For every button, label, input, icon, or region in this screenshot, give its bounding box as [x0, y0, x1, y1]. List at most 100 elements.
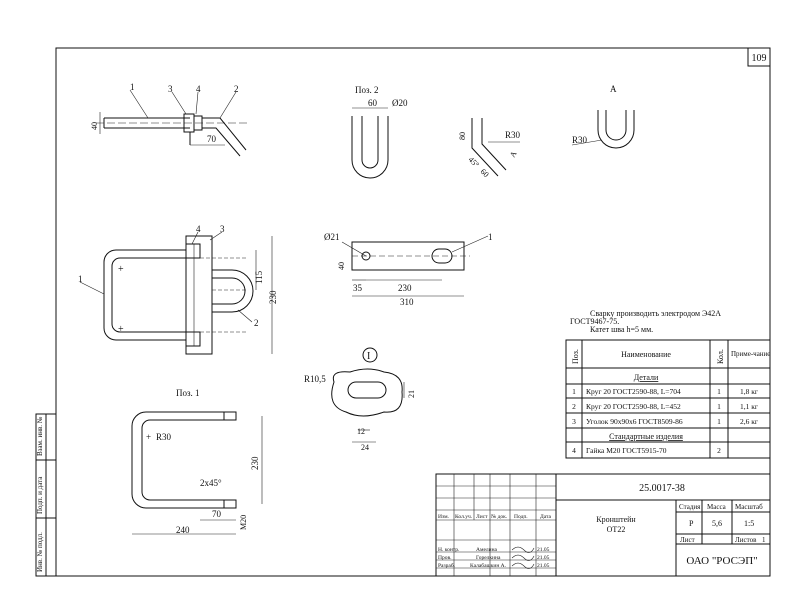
side-stamp-inv: Инв. № подл.: [36, 532, 44, 572]
dim-70-pos1: 70: [212, 509, 222, 519]
spec-row-name: Уголок 90х90х6 ГОСТ8509-86: [586, 417, 683, 426]
spec-row-note: 1,1 кг: [740, 402, 758, 411]
tb-col-doc: № док.: [491, 514, 508, 520]
side-stamp-sign: Подп. и дата: [36, 476, 44, 514]
dim-80: 80: [458, 132, 467, 140]
pos2-title: Поз. 2: [355, 85, 379, 95]
leader-3-side: 3: [168, 84, 173, 94]
tb-code: 25.0017-38: [639, 483, 685, 494]
spec-row-name: Круг 20 ГОСТ2590-88, L=704: [586, 387, 681, 396]
tb-mass: 5,6: [712, 519, 722, 528]
spec-row-note: 2,6 кг: [740, 417, 758, 426]
view-a-title: А: [610, 84, 617, 94]
spec-row-pos: 2: [572, 402, 576, 411]
arrow-a-label: А: [508, 149, 519, 159]
dim-o21: Ø21: [324, 232, 340, 242]
plate-view: Ø21 40 35 230 310 1: [324, 232, 493, 307]
dim-2x45: 2x45°: [200, 478, 222, 488]
leader-1-plate: 1: [488, 232, 493, 242]
dim-60-bent: 60: [479, 167, 491, 179]
spec-row-qty: 1: [717, 417, 721, 426]
spec-row-note: 1,8 кг: [740, 387, 758, 396]
tb-date-0: 21.05: [537, 547, 550, 553]
tb-col-izm: Изм.: [438, 514, 450, 520]
spec-row-pos: 3: [572, 417, 576, 426]
tb-date-1: 21.05: [537, 555, 550, 561]
tb-stage-label: Стадия: [679, 503, 701, 511]
tb-name-2: ОТ22: [607, 525, 626, 534]
tb-col-list: Лист: [476, 514, 488, 520]
dim-230-pos1: 230: [250, 456, 260, 470]
dim-r30-view-a: R30: [572, 135, 588, 145]
dim-24: 24: [361, 443, 369, 452]
spec-row-qty: 1: [717, 402, 721, 411]
tb-date-2: 21.05: [537, 563, 550, 569]
tb-mass-label: Масса: [707, 503, 727, 511]
dim-60-pos2: 60: [368, 98, 378, 108]
leader-2-side: 2: [234, 84, 239, 94]
dim-40-side: 40: [90, 122, 99, 130]
pos2-view: Поз. 2 60 Ø20: [351, 85, 408, 179]
tb-stage: Р: [689, 519, 694, 528]
tb-sheets-label: Листов: [735, 536, 757, 544]
assembly-view: + + 115 230 1 4 3 2: [78, 224, 278, 355]
tb-col-sign: Подп.: [514, 514, 528, 520]
spec-header-note: Приме-чание: [731, 350, 770, 358]
leader-2-asm: 2: [254, 318, 259, 328]
dim-r30-pos1: R30: [156, 432, 172, 442]
title-block: Изм. Кол.уч. Лист № док. Подп. Дата Н. к…: [435, 473, 771, 577]
dim-240: 240: [176, 525, 190, 535]
tb-sheet-label: Лист: [680, 536, 695, 544]
tb-name-2: Калабашкин А.: [470, 562, 507, 569]
pos1-title: Поз. 1: [176, 388, 200, 398]
tb-role-0: Н. контр.: [438, 547, 460, 553]
spec-std-row-name: Гайка М20 ГОСТ5915-70: [586, 446, 667, 455]
node-detail: I R10,5 21 12 24: [304, 347, 416, 452]
dim-r30-pos2: R30: [505, 130, 521, 140]
side-stamp-replace: Взам. инв. №: [36, 416, 44, 456]
dim-45: 45°: [467, 155, 481, 169]
note-line-3: Катет шва h=5 мм.: [590, 325, 653, 334]
pos1-view: Поз. 1 + R30 230 2x45° 70 M20 240: [131, 388, 263, 535]
tb-name-1: Кронштейн: [596, 515, 636, 524]
dim-r10-5: R10,5: [304, 374, 326, 384]
svg-text:+: +: [118, 264, 124, 275]
spec-std-row-pos: 4: [572, 446, 576, 455]
signature-1: [511, 554, 535, 561]
spec-row-pos: 1: [572, 387, 576, 396]
dim-21: 21: [407, 390, 416, 398]
sheet-frame: [55, 47, 771, 577]
tb-org: ОАО "РОСЭП": [686, 555, 757, 567]
sheet-number: 109: [752, 53, 767, 64]
spec-table: Поз. Наименование Кол. Приме-чание Детал…: [565, 339, 771, 459]
dim-115: 115: [254, 270, 264, 284]
spec-header-qty: Кол.: [716, 349, 725, 364]
leader-1-side: 1: [130, 82, 135, 92]
dim-40-plate: 40: [337, 262, 346, 270]
tb-col-kol: Кол.уч.: [455, 514, 473, 520]
dim-o20-pos2: Ø20: [392, 98, 408, 108]
signature-0: [511, 546, 535, 553]
spec-header-pos: Поз.: [571, 349, 580, 364]
note-line-1: Сварку производить электродом Э42А: [590, 309, 721, 318]
pos2-bent-view: 80 R30 45° 60 А: [458, 118, 521, 179]
spec-section-standard: Стандартные изделия: [609, 432, 683, 441]
dim-230-asm: 230: [268, 290, 278, 304]
leader-1-asm: 1: [78, 274, 83, 284]
spec-section-details: Детали: [634, 373, 659, 382]
tb-scale: 1:5: [744, 519, 754, 528]
sheet-number-box: [747, 47, 771, 67]
signature-2: [511, 562, 535, 569]
leader-4-side: 4: [196, 84, 201, 94]
spec-row-qty: 1: [717, 387, 721, 396]
side-view: 70 40 1 3 4 2: [90, 82, 250, 157]
svg-text:+: +: [118, 324, 124, 335]
view-a: А R30: [571, 84, 635, 149]
spec-header-name: Наименование: [621, 350, 671, 359]
leader-3-asm: 3: [220, 224, 225, 234]
note-line-2: ГОСТ9467-75.: [570, 317, 619, 326]
dim-70-side: 70: [207, 134, 217, 144]
dim-310: 310: [400, 297, 414, 307]
dim-12: 12: [357, 427, 365, 436]
